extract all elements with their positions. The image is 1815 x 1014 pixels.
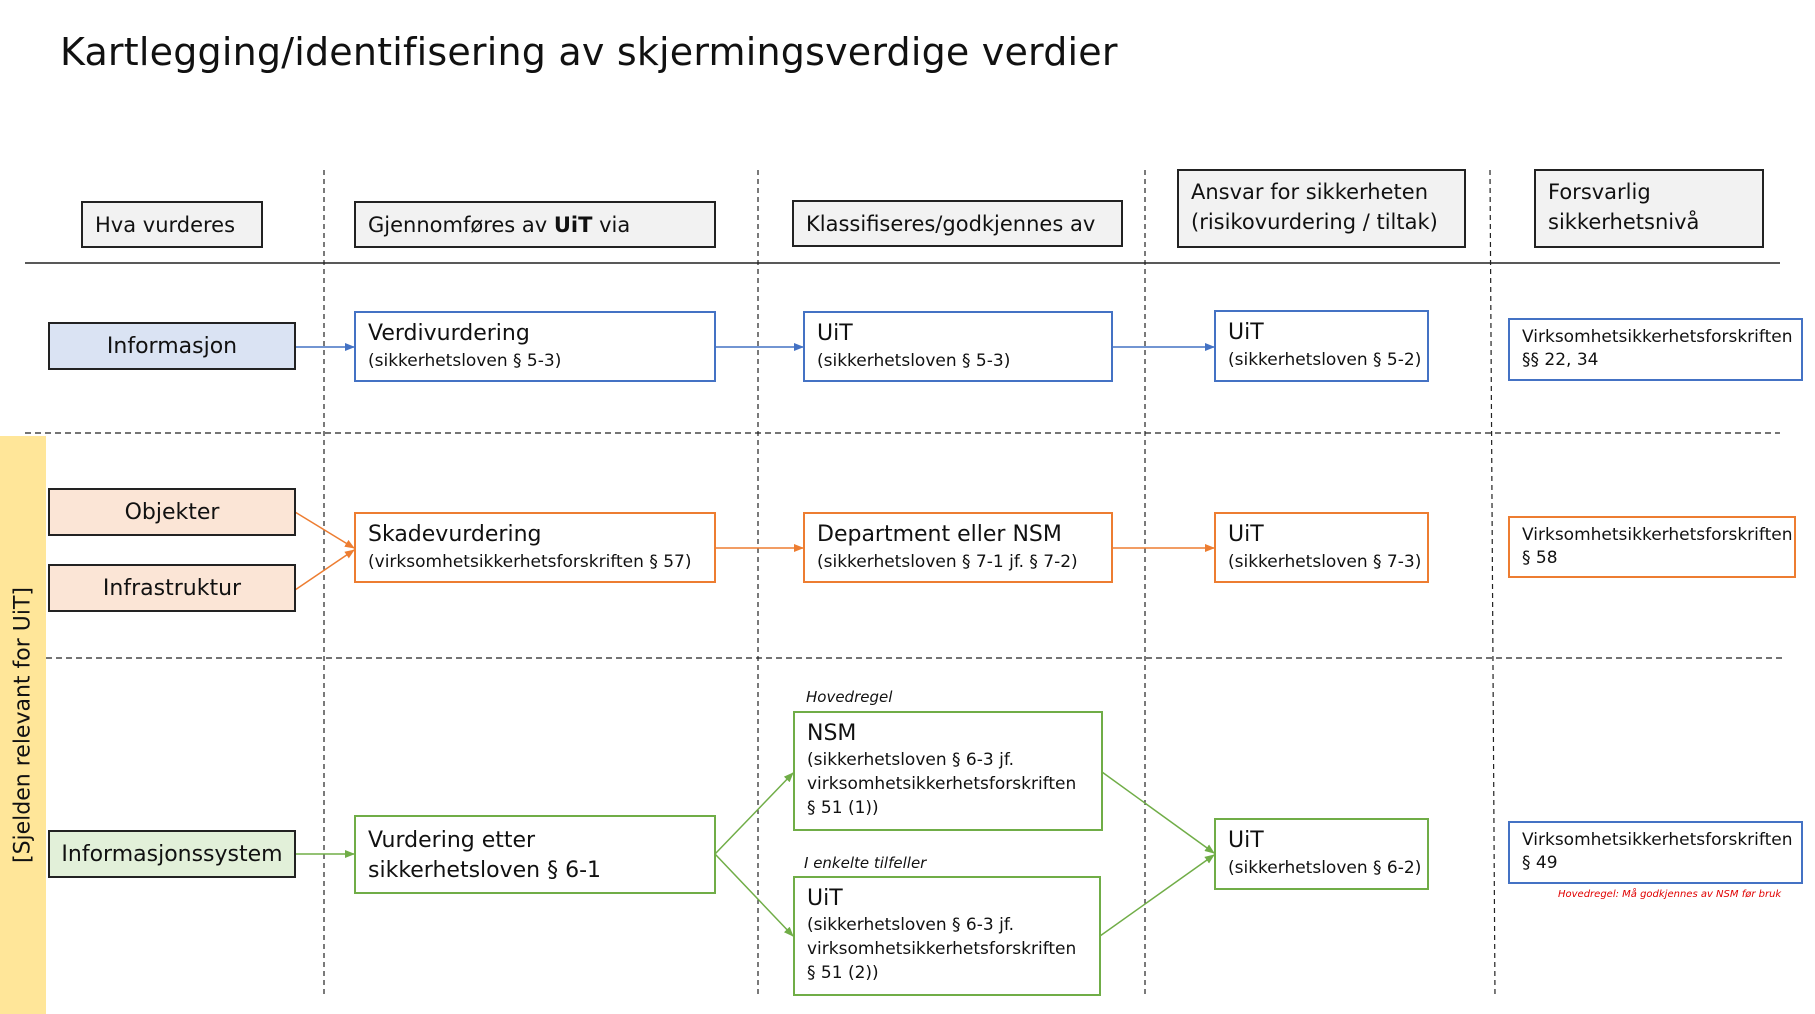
classification-nsm-ref1: (sikkerhetsloven § 6-3 jf.: [807, 750, 1014, 770]
classification-info-title: UiT: [817, 321, 853, 346]
responsibility-system: UiT (sikkerhetsloven § 6-2): [1214, 818, 1429, 890]
header-performed-by-bold: UiT: [553, 212, 593, 237]
header-responsibility-line1: Ansvar for sikkerheten: [1191, 180, 1428, 204]
assessment-system-line1: Vurdering etter: [368, 828, 536, 853]
source-information-system: Informasjonssystem: [48, 830, 296, 878]
header-what-assessed-label: Hva vurderes: [95, 212, 236, 237]
assessment-damage-title: Skadevurdering: [368, 522, 542, 547]
header-security-level-line2: sikkerhetsnivå: [1548, 210, 1700, 234]
exception-label: I enkelte tilfeller: [804, 854, 927, 872]
header-responsibility-line2: (risikovurdering / tiltak): [1191, 210, 1438, 234]
responsibility-objects-ref: (sikkerhetsloven § 7-3): [1228, 552, 1422, 572]
classification-uit-title: UiT: [807, 886, 843, 911]
source-information-system-label: Informasjonssystem: [61, 841, 283, 867]
arrow-nsm-to-resp: [1101, 771, 1215, 854]
source-information-label: Informasjon: [106, 333, 238, 359]
page-title: Kartlegging/identifisering av skjermings…: [60, 30, 1118, 74]
security-level-info-line2: §§ 22, 34: [1522, 350, 1599, 370]
responsibility-system-ref: (sikkerhetsloven § 6-2): [1228, 858, 1422, 878]
header-performed-by: Gjennomføres av UiT via: [354, 201, 716, 248]
header-classified-by: Klassifiseres/godkjennes av: [792, 200, 1123, 247]
arrow-infra-to-assess: [294, 549, 355, 591]
security-level-info: Virksomhetsikkerhetsforskriften §§ 22, 3…: [1508, 318, 1803, 381]
header-classified-by-label: Klassifiseres/godkjennes av: [806, 211, 1096, 236]
security-level-objects-line2: § 58: [1522, 548, 1558, 568]
classification-objects: Department eller NSM (sikkerhetsloven § …: [803, 512, 1113, 583]
main-rule-label: Hovedregel: [806, 688, 893, 706]
arrow-assess-to-uit: [714, 853, 794, 937]
side-label: [Sjelden relevant for UiT]: [10, 586, 36, 864]
security-level-objects: Virksomhetsikkerhetsforskriften § 58: [1508, 516, 1796, 578]
responsibility-info: UiT (sikkerhetsloven § 5-2): [1214, 310, 1429, 382]
classification-nsm-ref2: virksomhetsikkerhetsforskriften: [807, 774, 1077, 794]
security-level-system-note: Hovedregel: Må godkjennes av NSM før bru…: [1558, 889, 1782, 900]
responsibility-objects: UiT (sikkerhetsloven § 7-3): [1214, 512, 1429, 583]
assessment-value-title: Verdivurdering: [368, 321, 530, 346]
security-level-system-line1: Virksomhetsikkerhetsforskriften: [1522, 830, 1793, 850]
security-level-info-line1: Virksomhetsikkerhetsforskriften: [1522, 327, 1793, 347]
classification-nsm-title: NSM: [807, 721, 857, 746]
classification-uit: UiT (sikkerhetsloven § 6-3 jf. virksomhe…: [793, 876, 1101, 996]
side-band: [0, 436, 46, 1014]
classification-nsm: NSM (sikkerhetsloven § 6-3 jf. virksomhe…: [793, 711, 1103, 831]
assessment-value: Verdivurdering (sikkerhetsloven § 5-3): [354, 311, 716, 382]
classification-uit-ref1: (sikkerhetsloven § 6-3 jf.: [807, 915, 1014, 935]
classification-info-ref: (sikkerhetsloven § 5-3): [817, 351, 1011, 371]
responsibility-objects-title: UiT: [1228, 522, 1264, 547]
classification-objects-ref: (sikkerhetsloven § 7-1 jf. § 7-2): [817, 552, 1078, 572]
source-objects-label: Objekter: [124, 499, 220, 525]
header-performed-by-pre: Gjennomføres av: [368, 212, 554, 237]
security-level-objects-line1: Virksomhetsikkerhetsforskriften: [1522, 525, 1793, 545]
classification-uit-ref3: § 51 (2)): [807, 963, 879, 983]
assessment-system: Vurdering etter sikkerhetsloven § 6-1: [354, 815, 716, 894]
classification-uit-ref2: virksomhetsikkerhetsforskriften: [807, 939, 1077, 959]
header-what-assessed: Hva vurderes: [81, 201, 263, 248]
assessment-damage: Skadevurdering (virksomhetsikkerhetsfors…: [354, 512, 716, 583]
source-infrastructure-label: Infrastruktur: [102, 575, 242, 601]
assessment-value-ref: (sikkerhetsloven § 5-3): [368, 351, 562, 371]
source-infrastructure: Infrastruktur: [48, 564, 296, 612]
assessment-system-line2: sikkerhetsloven § 6-1: [368, 858, 602, 883]
security-level-system: Virksomhetsikkerhetsforskriften § 49: [1508, 821, 1803, 884]
responsibility-info-ref: (sikkerhetsloven § 5-2): [1228, 350, 1422, 370]
column-separator: [1489, 169, 1496, 999]
security-level-system-line2: § 49: [1522, 853, 1558, 873]
classification-nsm-ref3: § 51 (1)): [807, 798, 879, 818]
assessment-damage-ref: (virksomhetsikkerhetsforskriften § 57): [368, 552, 692, 572]
source-information: Informasjon: [48, 322, 296, 370]
classification-objects-title: Department eller NSM: [817, 522, 1062, 547]
header-security-level-line1: Forsvarlig: [1548, 180, 1651, 204]
header-performed-by-post: via: [592, 212, 631, 237]
responsibility-info-title: UiT: [1228, 320, 1264, 345]
arrow-assess-to-nsm: [714, 772, 794, 855]
header-responsibility: Ansvar for sikkerheten (risikovurdering …: [1177, 169, 1466, 248]
classification-info: UiT (sikkerhetsloven § 5-3): [803, 311, 1113, 382]
arrow-uit-to-resp: [1099, 854, 1215, 937]
arrow-objects-to-assess: [294, 511, 355, 549]
responsibility-system-title: UiT: [1228, 828, 1264, 853]
source-objects: Objekter: [48, 488, 296, 536]
header-security-level: Forsvarlig sikkerhetsnivå: [1534, 169, 1764, 248]
